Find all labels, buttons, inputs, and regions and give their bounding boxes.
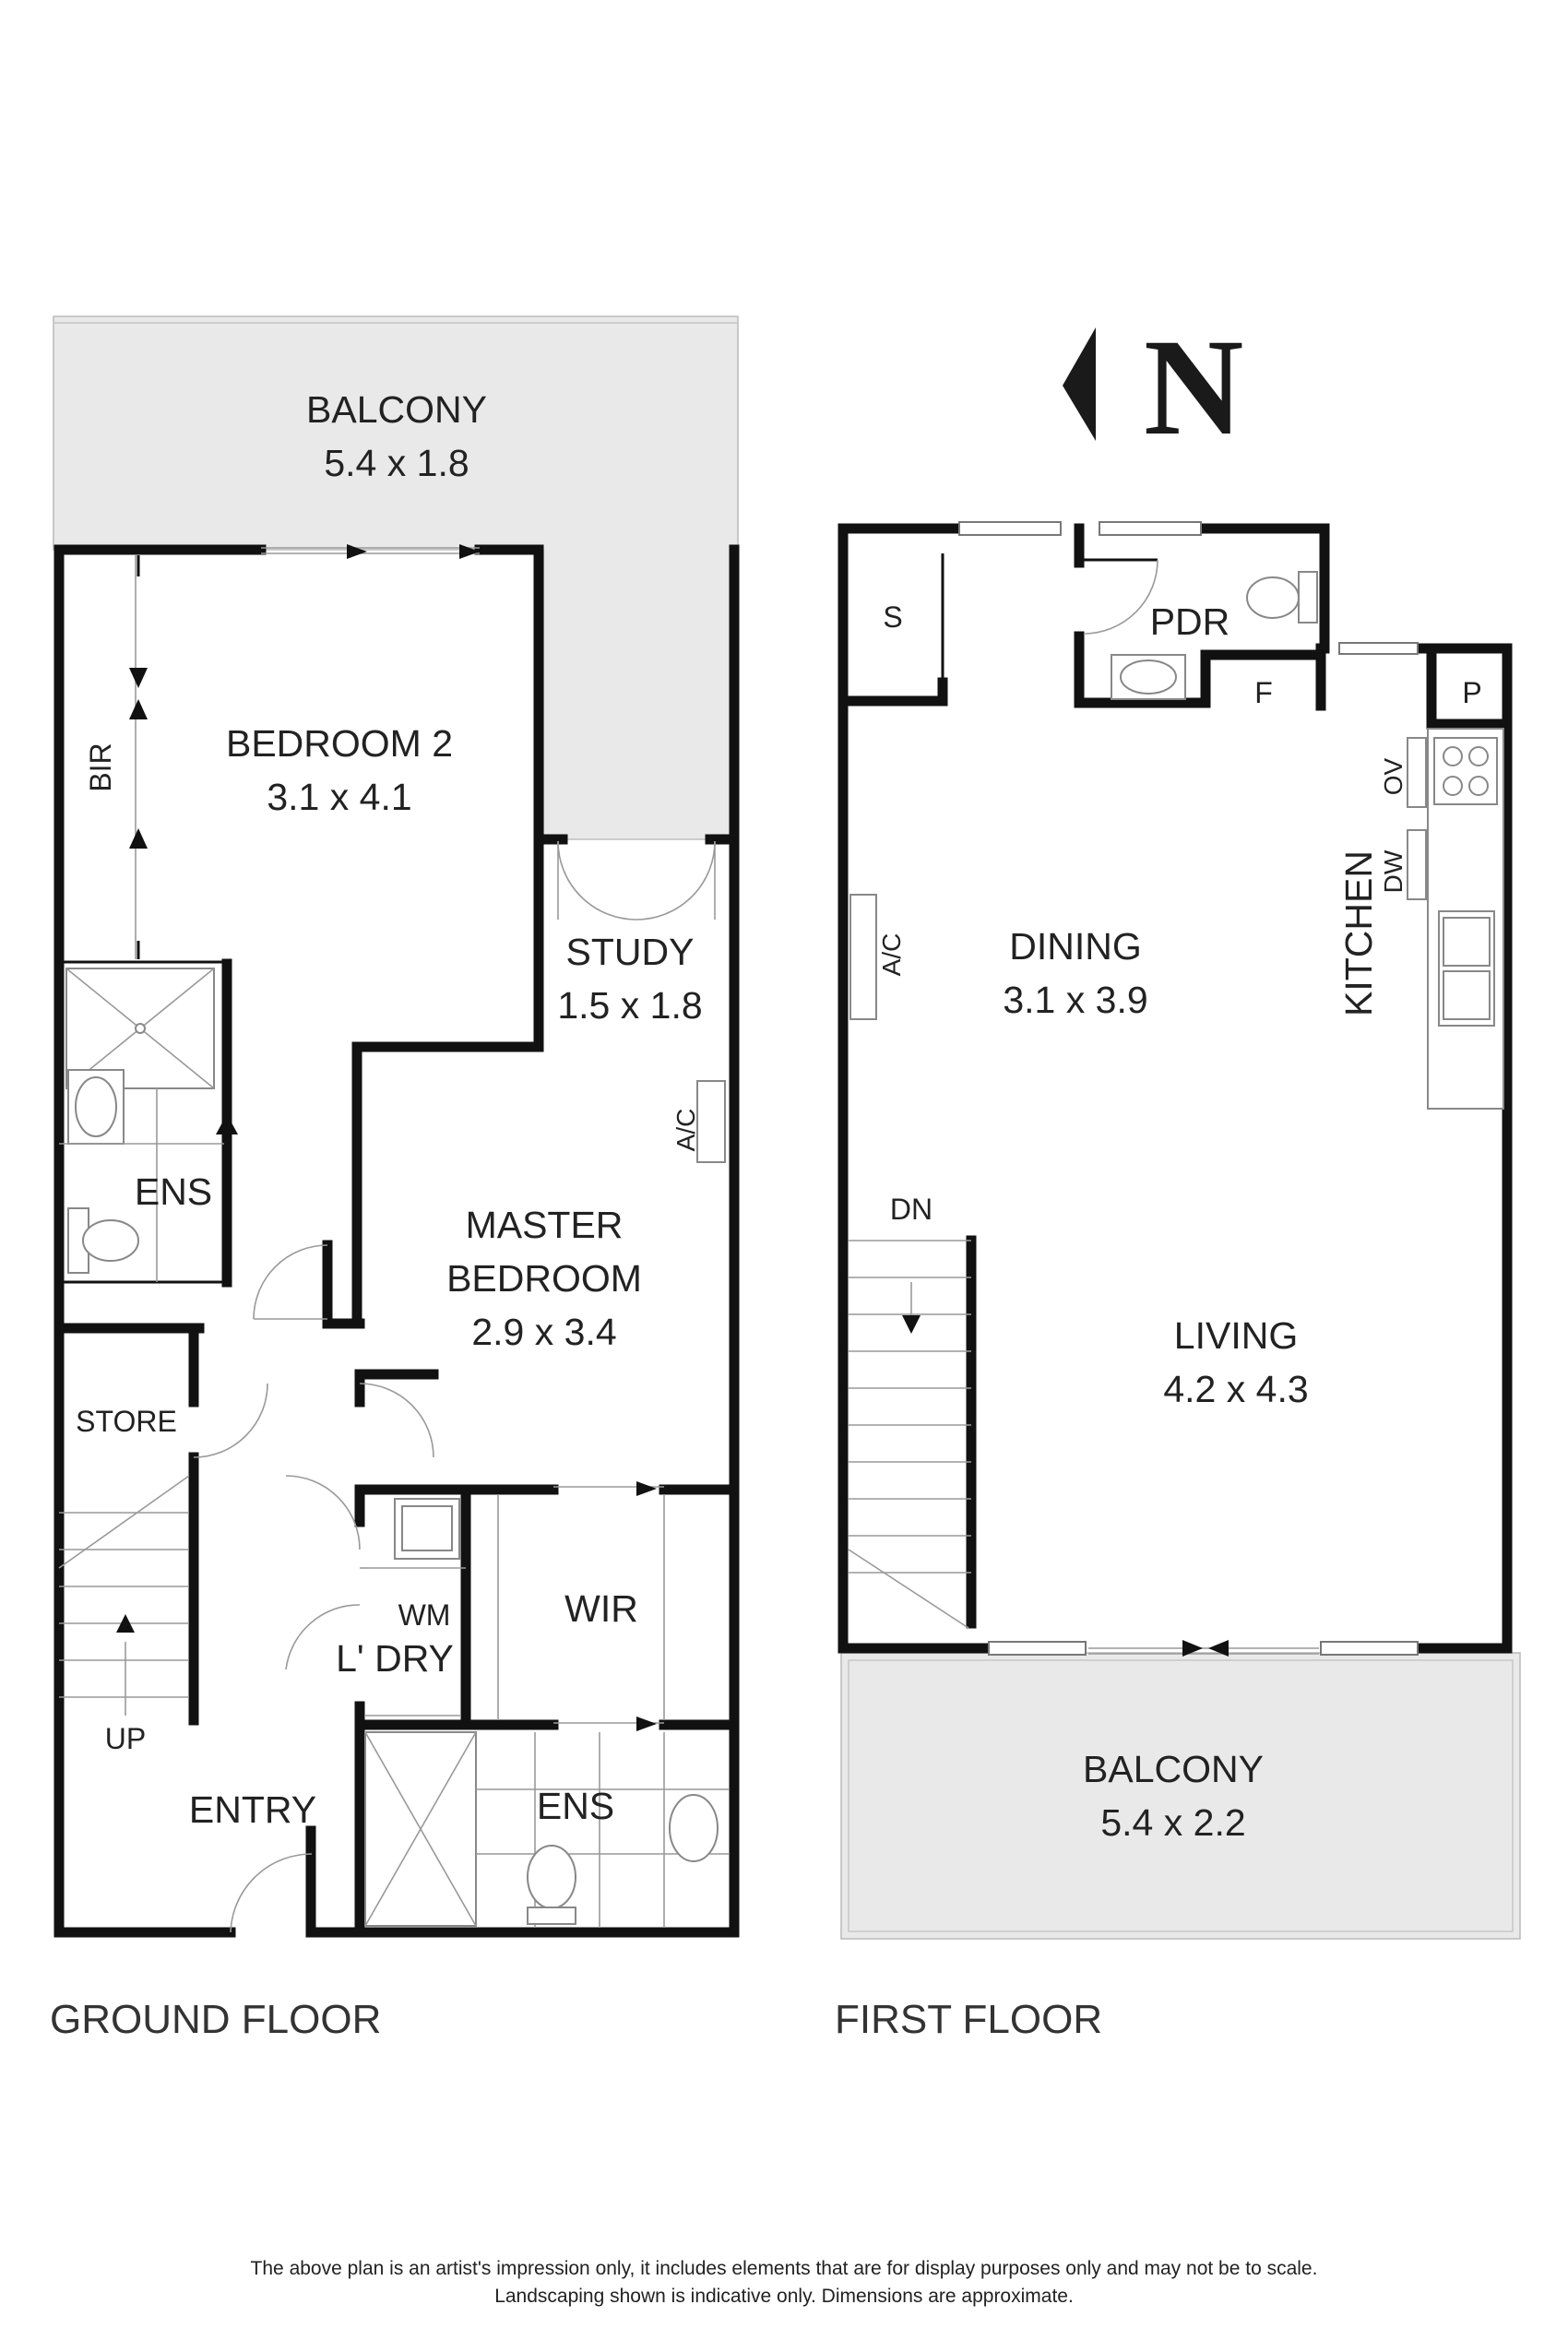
bedroom2-size: 3.1 x 4.1 [267, 776, 411, 818]
up-label: UP [105, 1722, 146, 1755]
first-balcony-label: BALCONY [1083, 1748, 1264, 1790]
bir-label: BIR [84, 742, 117, 791]
master-label-line2: BEDROOM [446, 1257, 642, 1300]
living-size: 4.2 x 4.3 [1163, 1368, 1308, 1410]
master-size: 2.9 x 3.4 [471, 1311, 616, 1353]
ground-floor-plan: BALCONY 5.4 x 1.8 BEDROOM 2 3.1 x 4.1 BI… [53, 315, 740, 1938]
p-label: P [1462, 676, 1481, 709]
ground-inner-walls [53, 1240, 740, 1938]
ground-balcony-label: BALCONY [306, 388, 487, 431]
basin-icon [669, 1794, 719, 1862]
ground-outer-walls [53, 544, 740, 1938]
first-windows [958, 521, 1419, 1657]
fridge-pantry [1315, 643, 1513, 730]
arrow-down-icon [902, 1315, 921, 1334]
disclaimer-line1: The above plan is an artist's impression… [251, 2258, 1318, 2279]
first-balcony-area [840, 1652, 1521, 1940]
bedroom2-sliding-door [261, 544, 480, 559]
toilet-icon [527, 1845, 576, 1909]
ground-ac-label: A/C [671, 1109, 700, 1152]
living-label: LIVING [1174, 1314, 1298, 1357]
dn-label: DN [890, 1193, 932, 1226]
north-arrow-icon [1063, 327, 1096, 441]
wir-label: WIR [564, 1587, 638, 1630]
ground-balcony-size: 5.4 x 1.8 [324, 442, 469, 484]
kitchen-bench [1407, 728, 1504, 1110]
ac-unit-icon [849, 894, 877, 1020]
entry-label: ENTRY [189, 1788, 316, 1831]
cooktop-icon [1433, 737, 1498, 805]
f-label: F [1254, 676, 1273, 709]
dining-size: 3.1 x 3.9 [1003, 979, 1147, 1021]
compass: N [1063, 311, 1243, 464]
toilet-icon [1298, 571, 1318, 624]
first-floor-title: FIRST FLOOR [835, 1997, 1102, 2042]
north-letter: N [1144, 311, 1243, 464]
ens-top-room [59, 958, 238, 1288]
dw-label: DW [1379, 849, 1408, 893]
ground-floor-title: GROUND FLOOR [50, 1997, 381, 2042]
wir-robes [497, 1481, 665, 1731]
first-balcony-size: 5.4 x 2.2 [1100, 1801, 1245, 1844]
ens-top-label: ENS [135, 1170, 212, 1213]
ov-label: OV [1379, 757, 1408, 795]
master-label-line1: MASTER [466, 1204, 624, 1246]
study-size: 1.5 x 1.8 [557, 984, 702, 1027]
s-store [837, 553, 948, 707]
ens-bottom-label: ENS [537, 1785, 614, 1827]
kitchen-label: KITCHEN [1337, 850, 1380, 1016]
pdr-room [1074, 523, 1326, 708]
bir-robe [129, 555, 148, 959]
bedroom2-label: BEDROOM 2 [226, 722, 453, 765]
arrow-up-icon [116, 1614, 135, 1633]
first-floor-plan: S PDR F P OV DW KITCHEN A/C DINING 3.1 x… [837, 521, 1521, 1940]
stairs-up [58, 1475, 190, 1716]
ens-bottom-room [364, 1731, 729, 1928]
ground-doors [193, 840, 716, 1933]
dining-label: DINING [1009, 925, 1142, 968]
laundry-label: L' DRY [336, 1637, 454, 1680]
stairs-down [848, 1235, 977, 1629]
first-ac-label: A/C [877, 933, 906, 977]
laundry-fixtures [360, 1498, 466, 1716]
pdr-label: PDR [1150, 600, 1230, 643]
wm-label: WM [398, 1598, 451, 1632]
study-label: STUDY [566, 931, 695, 973]
store-label: STORE [76, 1405, 177, 1438]
disclaimer-line2: Landscaping shown is indicative only. Di… [494, 2286, 1074, 2307]
ac-unit-icon [696, 1080, 726, 1163]
s-label: S [883, 600, 902, 634]
